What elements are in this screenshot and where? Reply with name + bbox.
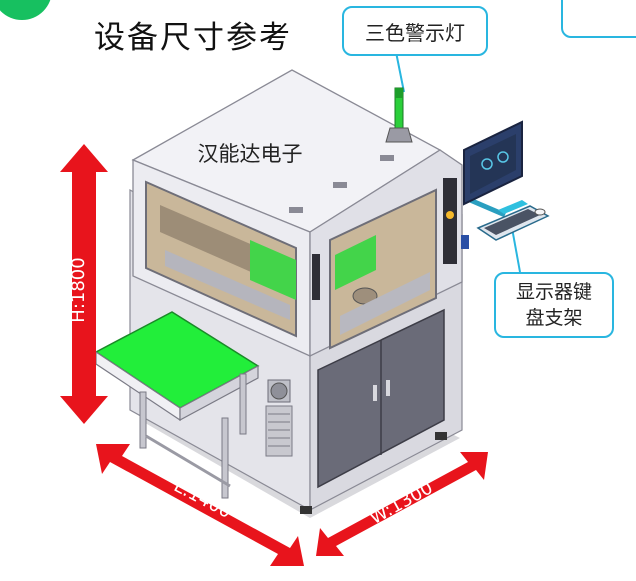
monitor-leader — [511, 227, 521, 273]
mouse — [534, 208, 546, 216]
left-window-green — [250, 240, 296, 300]
corner-callout-box — [561, 0, 636, 38]
monitor-bracket-callout: 显示器键 盘支架 — [494, 272, 614, 338]
door-handle-right — [386, 380, 390, 396]
height-label: H:1800 — [68, 257, 89, 322]
bracket-arm — [469, 197, 506, 218]
warning-light-callout: 三色警示灯 — [342, 6, 488, 56]
foot-front — [300, 506, 312, 514]
door-handle-left — [373, 385, 377, 401]
warning-light-callout-text: 三色警示灯 — [365, 20, 465, 45]
monitor-bracket-callout-line1: 显示器键 — [515, 281, 592, 303]
height-arrow — [60, 144, 108, 424]
right-window-green — [335, 235, 376, 290]
conveyor-leg-1 — [139, 391, 147, 449]
length-arrow — [96, 444, 304, 566]
left-control-strip — [312, 254, 320, 300]
page-title: 设备尺寸参考 — [94, 20, 292, 56]
emergency-stop — [461, 235, 469, 249]
width-arrow — [316, 452, 488, 556]
warning-light-leader — [395, 51, 405, 93]
monitor-bracket-callout-line2: 盘支架 — [525, 307, 583, 329]
warning-light-base — [385, 127, 413, 143]
foot-right — [435, 432, 447, 440]
width-label: W:1300 — [366, 477, 436, 529]
start-button — [446, 211, 454, 219]
conveyor-leg-2 — [221, 417, 229, 499]
control-strip — [443, 178, 457, 264]
brand-label: 汉能达电子 — [198, 142, 303, 166]
conveyor-leg-3 — [239, 373, 247, 435]
